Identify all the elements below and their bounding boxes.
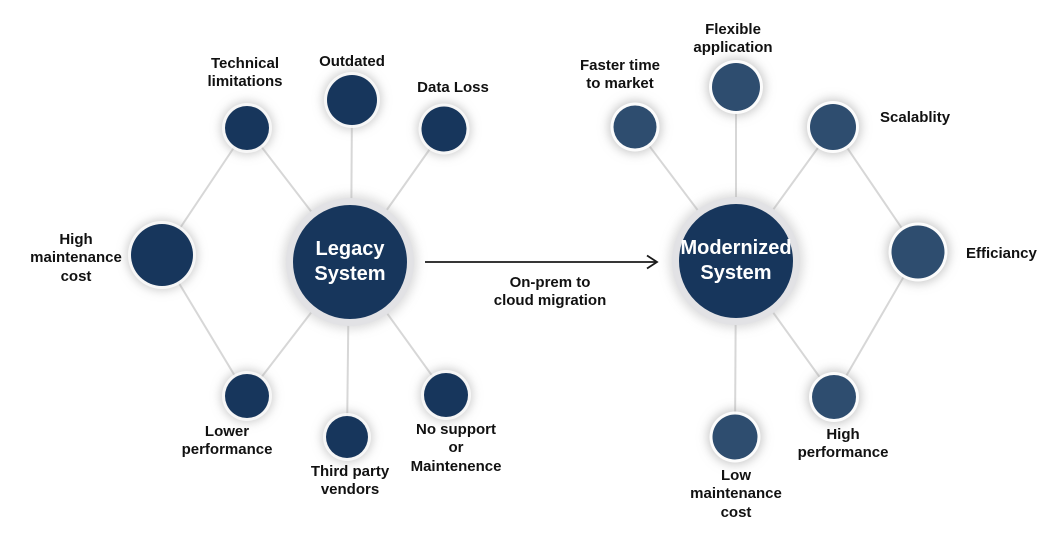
label-efficiancy: Efficiancy (966, 245, 1037, 262)
label-high-maintenance-cost: High maintenance cost (30, 231, 122, 285)
label-lower-performance: Lower performance (181, 423, 273, 459)
label-scalablity: Scalablity (880, 109, 951, 126)
migration-arrow (425, 254, 659, 270)
label-high-performance: High performance (797, 426, 889, 462)
migration-arrow-head-icon (646, 254, 659, 270)
node-flexible-application (712, 63, 760, 111)
label-migration-arrow: On-prem to cloud migration (493, 274, 607, 310)
node-efficiancy (891, 225, 945, 279)
node-third-party-vendors (326, 416, 368, 458)
node-technical-limitations (225, 106, 269, 150)
label-low-maintenance-cost: Low maintenance cost (690, 467, 782, 521)
label-data-loss: Data Loss (417, 79, 489, 96)
node-data-loss (421, 106, 467, 152)
node-lower-performance (225, 374, 269, 418)
node-high-maintenance-cost (131, 224, 193, 286)
node-scalablity (810, 104, 856, 150)
label-outdated: Outdated (319, 53, 385, 70)
label-flexible-application: Flexible application (693, 21, 773, 57)
node-outdated (327, 75, 377, 125)
hub-legacy-system: Legacy System (286, 198, 414, 326)
label-technical-limitations: Technical limitations (207, 55, 283, 91)
label-no-support-or-maintenence: No support or Maintenence (410, 421, 502, 475)
label-faster-time-to-market: Faster time to market (579, 57, 661, 93)
node-high-performance (812, 375, 856, 419)
hub-modernized-system: Modernized System (672, 197, 800, 325)
label-third-party-vendors: Third party vendors (310, 463, 390, 499)
node-faster-time-to-market (613, 105, 657, 149)
node-no-support-or-maintenence (424, 373, 468, 417)
edge-efficiancy-high-performance (833, 251, 919, 398)
node-low-maintenance-cost (712, 414, 758, 460)
